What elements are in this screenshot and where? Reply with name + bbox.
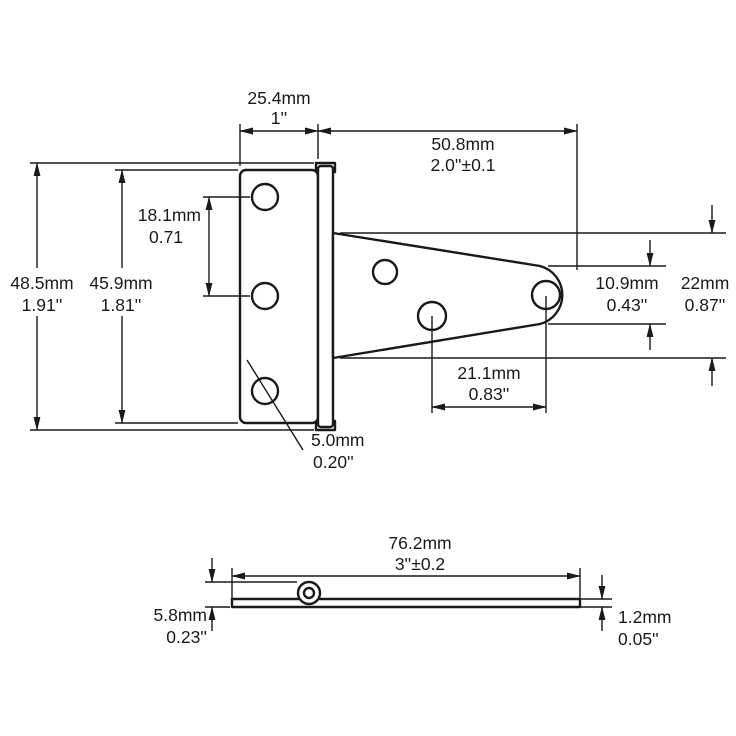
dimension-labels-front: 25.4mm 1'' 50.8mm 2.0''±0.1 48.5mm 1.91'…: [10, 88, 729, 472]
dim-hole-diameter-mm: 5.0mm: [311, 430, 364, 450]
dim-leaf-height-in: 1.81'': [101, 295, 142, 315]
dim-leaf-thickness-in: 0.05'': [618, 629, 659, 649]
dim-strap-hole-pitch-mm: 21.1mm: [457, 363, 520, 383]
dim-strap-base-width-in: 0.87'': [685, 295, 726, 315]
dim-overall-length-mm: 76.2mm: [388, 533, 451, 553]
dimension-lines-front: [33, 127, 716, 451]
side-profile-plate: [230, 597, 582, 609]
dim-overall-height-in: 1.91'': [22, 295, 63, 315]
dimension-labels-side: 76.2mm 3''±0.2 5.8mm 0.23'' 1.2mm 0.05'': [154, 533, 672, 649]
leaf-hole-top: [250, 182, 280, 212]
dim-plate-width-mm: 25.4mm: [247, 88, 310, 108]
dim-knuckle-height-in: 0.23'': [166, 627, 207, 647]
strap-hole-upper: [371, 258, 399, 286]
leaf-hole-middle: [250, 281, 280, 311]
side-view: [230, 580, 582, 609]
dimension-lines-side: [208, 558, 606, 631]
dim-overall-length-in: 3''±0.2: [395, 554, 445, 574]
dim-leaf-hole-pitch-in: 0.71: [149, 227, 183, 247]
dim-tip-width-mm: 10.9mm: [595, 273, 658, 293]
dim-overall-height-mm: 48.5mm: [10, 273, 73, 293]
dim-plate-width-in: 1'': [271, 108, 287, 128]
dim-leaf-thickness-mm: 1.2mm: [618, 607, 671, 627]
hole-diameter-leader: [246, 359, 304, 451]
hinge-strap: [331, 231, 564, 360]
dim-knuckle-height-mm: 5.8mm: [154, 605, 207, 625]
leaf-hole-bottom: [250, 376, 280, 406]
dim-strap-length-mm: 50.8mm: [431, 134, 494, 154]
front-view: [238, 161, 564, 432]
dim-strap-base-width-mm: 22mm: [681, 273, 730, 293]
dim-strap-hole-pitch-in: 0.83'': [469, 384, 510, 404]
dim-hole-diameter-in: 0.20'': [313, 452, 354, 472]
dim-strap-length-in: 2.0''±0.1: [431, 155, 496, 175]
side-knuckle-pin: [302, 586, 316, 600]
dim-leaf-hole-pitch-mm: 18.1mm: [138, 205, 201, 225]
hinge-barrel: [316, 164, 335, 429]
dim-leaf-height-mm: 45.9mm: [89, 273, 152, 293]
dim-tip-width-in: 0.43'': [607, 295, 648, 315]
